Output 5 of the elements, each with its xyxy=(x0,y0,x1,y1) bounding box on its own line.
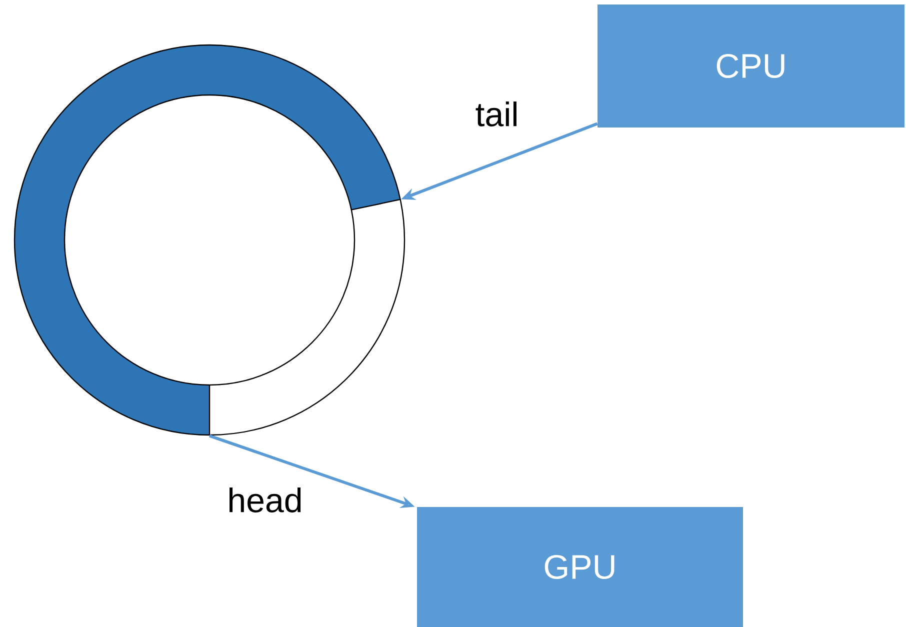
process-box: GPU xyxy=(417,506,743,627)
process-box: CPU xyxy=(598,4,904,128)
ring-buffer-drawing xyxy=(14,44,406,436)
edge-label: tail xyxy=(476,102,516,126)
edge-label: head xyxy=(230,488,301,512)
